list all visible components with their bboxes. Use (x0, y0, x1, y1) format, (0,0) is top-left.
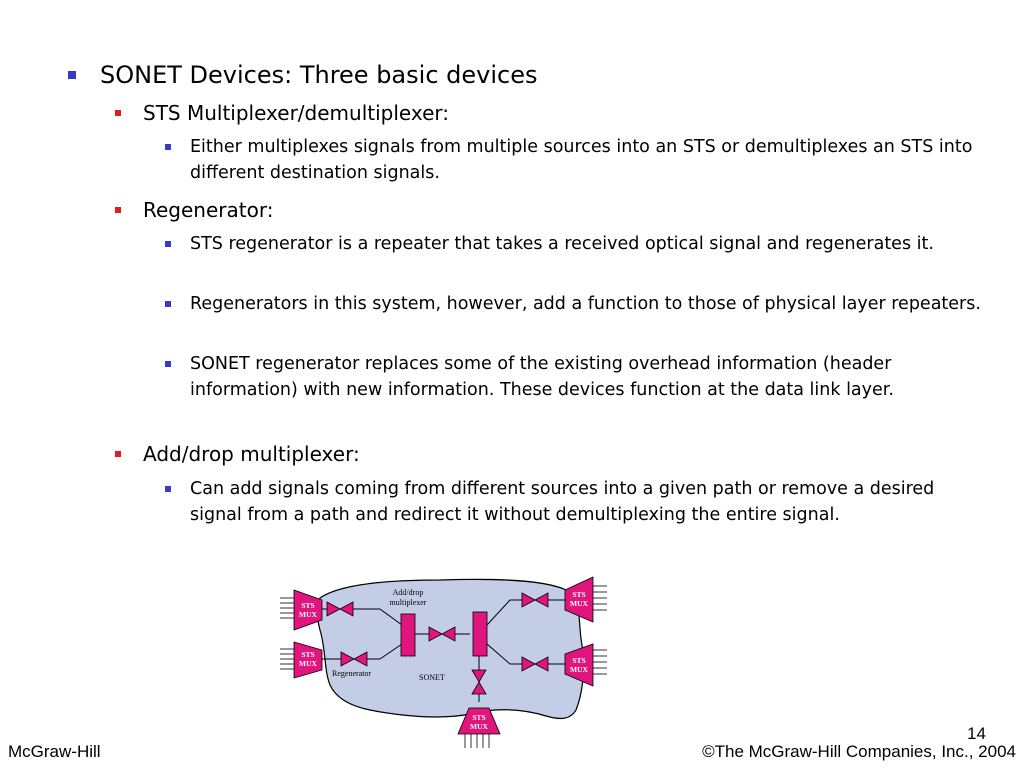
regen-point-3-text: SONET regenerator replaces some of the e… (190, 354, 894, 400)
bullet-marker (165, 301, 171, 307)
sts-mux-label-line1: STS (472, 713, 485, 722)
sonet-label: SONET (419, 673, 445, 682)
add-drop-point-1-text: Can add signals coming from different so… (190, 479, 935, 525)
regenerator-label: Regenerator (332, 669, 371, 678)
sts-mux-label-line2: MUX (570, 665, 588, 674)
mux-point-1: Either multiplexes signals from multiple… (165, 134, 985, 186)
page-number: 14 (967, 724, 986, 743)
bullet-marker (165, 361, 171, 367)
sts-mux-label-line2: MUX (570, 599, 588, 608)
regenerator-icon (471, 669, 487, 695)
bullet-marker (68, 71, 76, 79)
mux-point-1-text: Either multiplexes signals from multiple… (190, 137, 973, 183)
bullet-marker (115, 207, 121, 213)
sts-mux-right-top: STS MUX (564, 576, 607, 623)
regen-point-1-text: STS regenerator is a repeater that takes… (190, 234, 934, 254)
regen-point-3: SONET regenerator replaces some of the e… (165, 351, 985, 403)
sts-mux-label-line1: STS (301, 650, 314, 659)
section-mux: STS Multiplexer/demultiplexer: (115, 100, 449, 126)
sts-mux-label-line1: STS (572, 590, 585, 599)
add-drop-multiplexer-right (472, 611, 488, 657)
regenerator-icon (340, 651, 368, 667)
sonet-network-diagram: Add/drop multiplexer Regenerator SONET S… (280, 576, 607, 748)
main-bullet: SONET Devices: Three basic devices (68, 60, 537, 90)
sts-mux-right-bottom: STS MUX (564, 643, 607, 687)
add-drop-point-1: Can add signals coming from different so… (165, 476, 985, 528)
bullet-marker (115, 110, 121, 116)
sts-mux-label-line1: STS (572, 656, 585, 665)
add-drop-label-line1: Add/drop (393, 588, 424, 597)
sts-mux-label-line2: MUX (299, 659, 317, 668)
sts-mux-left-top: STS MUX (280, 589, 323, 631)
sts-mux-label-line2: MUX (299, 610, 317, 619)
regenerator-icon (521, 592, 549, 608)
bullet-marker (115, 451, 121, 457)
regenerator-icon (521, 656, 549, 672)
sts-mux-label-line1: STS (301, 601, 314, 610)
regenerator-icon (326, 601, 354, 617)
main-bullet-text: SONET Devices: Three basic devices (100, 61, 538, 89)
sts-mux-left-bottom: STS MUX (280, 641, 323, 679)
section-mux-title: STS Multiplexer/demultiplexer: (143, 101, 449, 125)
footer-publisher: McGraw-Hill (8, 742, 101, 761)
footer-copyright: ©The McGraw-Hill Companies, Inc., 2004 (702, 742, 1016, 761)
regen-point-2-text: Regenerators in this system, however, ad… (190, 294, 981, 314)
bullet-marker (165, 241, 171, 247)
section-regenerator-title: Regenerator: (143, 198, 274, 222)
bullet-marker (165, 486, 171, 492)
sonet-cloud (316, 578, 585, 720)
sts-mux-bottom: STS MUX (457, 707, 501, 748)
add-drop-label-line2: multiplexer (390, 598, 427, 607)
section-regenerator: Regenerator: (115, 197, 273, 223)
regenerator-icon (428, 626, 456, 642)
sts-mux-label-line2: MUX (470, 722, 488, 731)
section-add-drop-title: Add/drop multiplexer: (143, 442, 360, 466)
section-add-drop: Add/drop multiplexer: (115, 441, 360, 467)
regen-point-1: STS regenerator is a repeater that takes… (165, 231, 985, 257)
regen-point-2: Regenerators in this system, however, ad… (165, 291, 985, 317)
bullet-marker (165, 144, 171, 150)
add-drop-multiplexer-left (400, 613, 416, 657)
